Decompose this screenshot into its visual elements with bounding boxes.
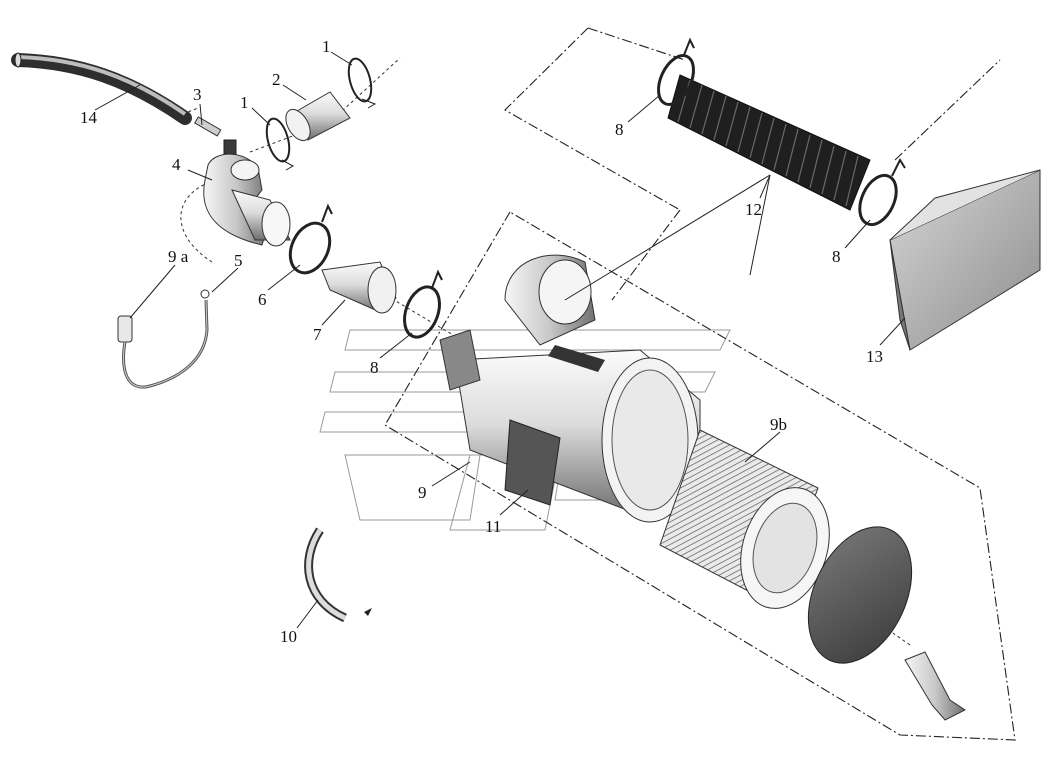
clamp-part-6 [288, 203, 333, 275]
callout-13: 13 [866, 347, 883, 366]
elbow-part-4 [203, 153, 291, 247]
callout-9b: 9b [770, 415, 787, 434]
callout-8-right: 8 [832, 247, 841, 266]
sleeve-part-2 [285, 91, 351, 142]
clamp-part-8-top [657, 37, 695, 106]
callout-12: 12 [745, 200, 762, 219]
sleeve-part-7 [321, 261, 397, 314]
hose-part-14 [11, 52, 192, 125]
callout-1a: 1 [322, 37, 331, 56]
fitting-part-3 [194, 116, 237, 155]
bellows-hose-part-12 [667, 74, 871, 211]
mounting-band-part-10 [304, 527, 372, 623]
intake-box-part-13 [889, 169, 1041, 351]
callout-1b: 1 [240, 93, 249, 112]
callout-9a: 9 a [168, 247, 189, 266]
callout-7: 7 [313, 325, 322, 344]
callout-2: 2 [272, 70, 281, 89]
air-cleaner-housing-part-9 [439, 329, 701, 523]
callout-3: 3 [193, 85, 202, 104]
callout-5: 5 [234, 251, 243, 270]
callout-4: 4 [172, 155, 181, 174]
end-cover-disk [807, 526, 913, 664]
callout-10: 10 [280, 627, 297, 646]
inlet-cap [504, 254, 596, 346]
filter-element-part-9b [659, 429, 830, 609]
callout-8-top: 8 [615, 120, 624, 139]
callout-11: 11 [485, 517, 501, 536]
sensor-part-9a [117, 289, 210, 389]
callout-9: 9 [418, 483, 427, 502]
callout-14: 14 [80, 108, 98, 127]
airflow-arrow [904, 651, 966, 721]
callout-labels: 1 2 1 3 14 4 9 a 5 6 7 8 8 12 8 13 9b 9 … [80, 37, 883, 646]
clamp-ring-1b [265, 117, 295, 171]
clamp-part-8-left [403, 269, 443, 339]
leader-lines [94, 51, 906, 629]
callout-6: 6 [258, 290, 267, 309]
callout-8-left: 8 [370, 358, 379, 377]
clamp-ring-1a [347, 57, 377, 109]
